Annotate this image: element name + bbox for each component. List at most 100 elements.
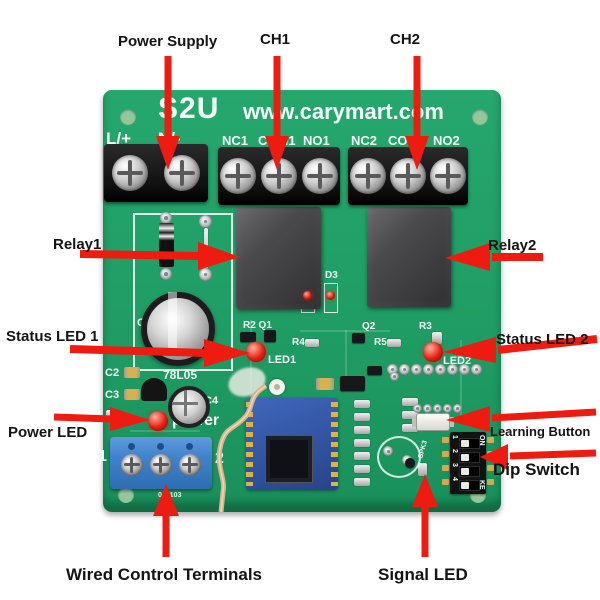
diode-component bbox=[159, 223, 174, 267]
smd-transistor bbox=[352, 333, 365, 343]
wired-terminal-1-text: 1 bbox=[98, 448, 107, 465]
dip-switch-arrow bbox=[509, 449, 597, 460]
status-led2-component bbox=[423, 342, 443, 362]
jumper-wire bbox=[204, 228, 208, 272]
gold-pad bbox=[442, 451, 449, 457]
header-pad bbox=[423, 404, 432, 413]
dip-number-text: 3 bbox=[451, 463, 458, 467]
mcu-chip bbox=[265, 435, 313, 483]
header-pad bbox=[453, 404, 462, 413]
header-pad bbox=[459, 364, 470, 375]
terminal-screw bbox=[121, 454, 143, 476]
solder-pad-bar bbox=[354, 478, 370, 486]
board-website-text: www.carymart.com bbox=[243, 99, 444, 124]
solder-pad bbox=[160, 268, 172, 280]
power-led-component bbox=[148, 411, 168, 431]
board-model-text: S2U bbox=[158, 92, 220, 125]
terminal-hole bbox=[186, 443, 193, 450]
header-pad bbox=[411, 364, 422, 375]
q2-ref-text: Q2 bbox=[362, 321, 376, 332]
solder-pad bbox=[160, 212, 172, 224]
solder-pad-bar bbox=[402, 424, 418, 432]
dip-knob bbox=[461, 440, 469, 447]
spk3-footprint bbox=[377, 436, 421, 478]
dip-slot bbox=[459, 438, 480, 449]
smd-resistor bbox=[432, 332, 442, 344]
led1-ref-text: LED1 bbox=[268, 354, 297, 366]
spk-hole bbox=[405, 458, 415, 468]
smd-component bbox=[240, 332, 256, 342]
pcb-trace bbox=[130, 430, 200, 432]
c2-ref-text: C2 bbox=[105, 367, 120, 379]
terminal-label-power-l: L/+ bbox=[106, 129, 132, 148]
smd-ic bbox=[340, 376, 365, 391]
label-ch1: CH1 bbox=[260, 31, 291, 48]
solder-pad-bar bbox=[354, 400, 370, 408]
header-pad bbox=[435, 364, 446, 375]
pcb-trace bbox=[345, 330, 347, 390]
silkscreen-outline bbox=[133, 213, 233, 371]
smd-component bbox=[367, 366, 382, 375]
header-pad bbox=[423, 364, 434, 375]
smd-inductor bbox=[316, 378, 334, 390]
ch1-terminal-block bbox=[218, 147, 340, 205]
terminal-screw bbox=[150, 454, 172, 476]
terminal-screw bbox=[350, 158, 386, 194]
r3-ref-text: R3 bbox=[419, 321, 432, 332]
terminal-label-nc1: NC1 bbox=[222, 133, 249, 148]
header-pad bbox=[390, 372, 399, 381]
dip-number-text: 2 bbox=[451, 449, 458, 453]
solder-pad-bar bbox=[354, 452, 370, 460]
regulator-ref-text: 78L05 bbox=[163, 368, 198, 382]
label-learning-button: Learning Button bbox=[490, 424, 591, 439]
solder-pad-bar bbox=[354, 465, 370, 473]
label-status-led-2: Status LED 2 bbox=[496, 331, 589, 348]
learning-button-arrow bbox=[491, 408, 597, 422]
terminal-label-com2: COM2 bbox=[388, 133, 426, 148]
dip-knob bbox=[461, 482, 469, 489]
label-dip-switch: Dip Switch bbox=[493, 460, 580, 479]
terminal-label-no1: NO1 bbox=[303, 133, 330, 148]
terminal-screw bbox=[164, 155, 200, 191]
gold-pad bbox=[487, 479, 494, 485]
terminal-label-no2: NO2 bbox=[433, 133, 460, 148]
terminal-screw bbox=[301, 158, 338, 194]
label-status-led-1: Status LED 1 bbox=[6, 328, 99, 345]
terminal-hole bbox=[128, 443, 135, 450]
c4-capacitor bbox=[168, 386, 210, 428]
terminal-label-nc2: NC2 bbox=[351, 133, 378, 148]
mounting-hole bbox=[472, 109, 488, 125]
header-pad bbox=[387, 364, 398, 375]
label-wired-control-terminals: Wired Control Terminals bbox=[66, 565, 262, 584]
solder-pad-bar bbox=[402, 411, 418, 419]
header-pad bbox=[433, 404, 442, 413]
electrolytic-capacitor bbox=[141, 292, 215, 366]
gold-pad bbox=[442, 479, 449, 485]
label-power-supply: Power Supply bbox=[118, 33, 218, 50]
dip-on-text: ON bbox=[478, 435, 485, 446]
gold-pad bbox=[487, 437, 494, 443]
label-ch2: CH2 bbox=[390, 31, 421, 48]
solder-pad bbox=[199, 215, 212, 228]
smd-resistor bbox=[305, 339, 319, 347]
gold-pad bbox=[442, 437, 449, 443]
header-pad bbox=[413, 404, 422, 413]
solder-pad bbox=[199, 268, 212, 281]
terminal-label-com1: COM1 bbox=[258, 133, 296, 148]
dip-number-text: 1 bbox=[451, 435, 458, 439]
terminal-screw bbox=[260, 158, 297, 194]
smd-capacitor bbox=[124, 367, 140, 378]
terminal-screw bbox=[179, 454, 201, 476]
dip-slot bbox=[459, 466, 480, 477]
smd-component bbox=[106, 410, 116, 419]
terminal-screw bbox=[112, 155, 148, 191]
terminal-screw bbox=[430, 158, 466, 194]
dip-ke-text: KE bbox=[478, 480, 485, 490]
dip-knob bbox=[461, 468, 469, 475]
mounting-hole bbox=[118, 487, 134, 503]
pcb-trace bbox=[300, 330, 390, 332]
terminal-screw bbox=[390, 158, 426, 194]
r4-ref-text: R4 bbox=[292, 337, 305, 348]
header-pad bbox=[471, 364, 482, 375]
